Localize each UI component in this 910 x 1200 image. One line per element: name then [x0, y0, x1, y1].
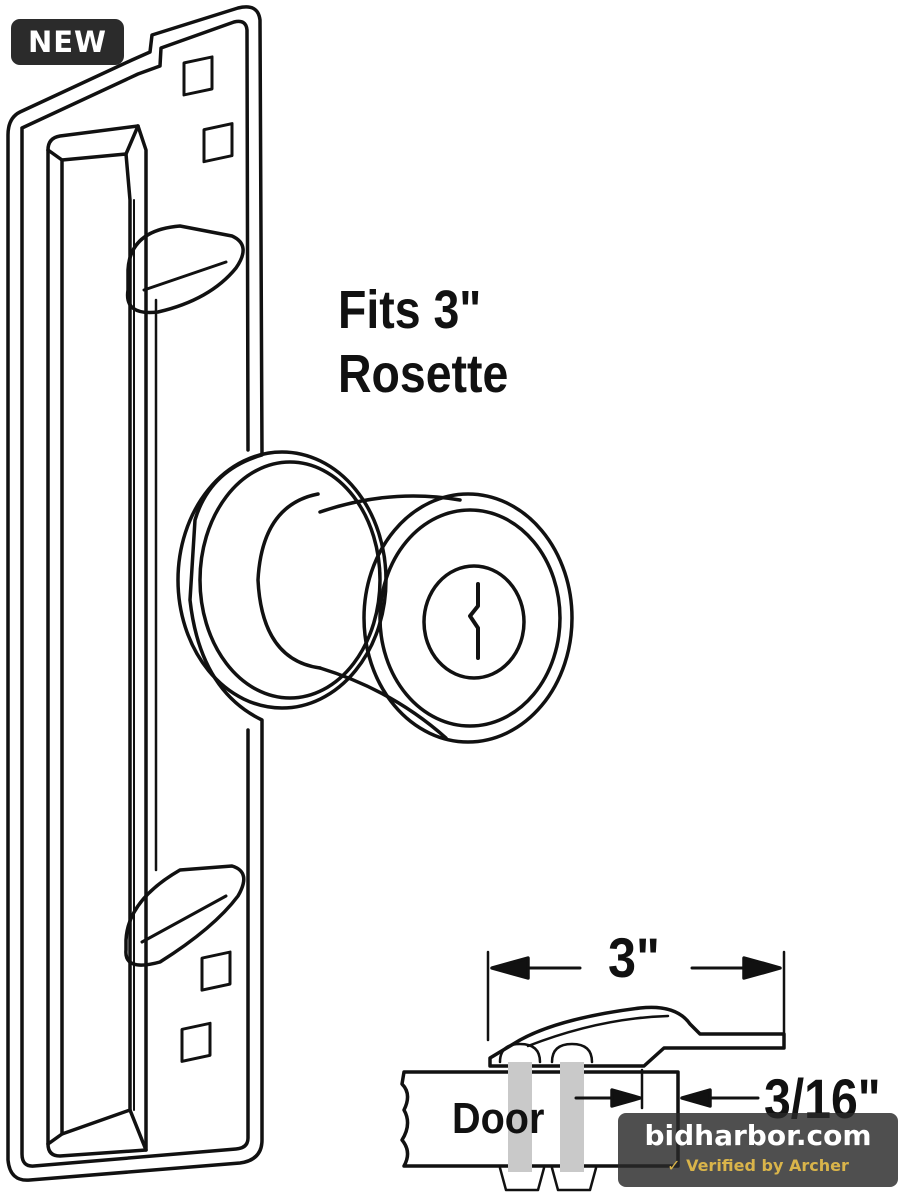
rosette-caption: Fits 3" Rosette — [338, 278, 508, 406]
new-badge: NEW — [11, 19, 124, 65]
knob-neck — [256, 492, 322, 670]
caption-line-2: Rosette — [338, 344, 509, 404]
mounting-hole — [202, 122, 234, 164]
bolt-head — [550, 1042, 594, 1064]
guard-bottom-ear — [124, 864, 246, 967]
mounting-hole — [180, 1021, 212, 1063]
flange-top-bevel — [46, 124, 140, 162]
knob-face-outer — [362, 492, 574, 744]
bottom-ear-slot — [140, 894, 228, 944]
knob-face-inner — [378, 508, 562, 728]
watermark-verified: ✓ Verified by Archer — [667, 1156, 849, 1175]
carriage-bolts — [498, 1042, 598, 1192]
bolt-nut — [550, 1166, 598, 1192]
watermark-site: bidharbor.com — [644, 1119, 872, 1152]
guard-flange-outer — [46, 124, 148, 1158]
rosette-inner — [198, 460, 382, 700]
bolt-shank — [560, 1062, 584, 1172]
bolt-head — [498, 1042, 542, 1064]
flange-bottom-bevel — [46, 1108, 148, 1152]
thk-arrow-left — [610, 1088, 642, 1108]
section-guard-inner — [526, 1014, 670, 1048]
top-ear-slot — [142, 260, 228, 292]
mounting-hole — [182, 55, 214, 97]
watermark: bidharbor.com ✓ Verified by Archer — [618, 1113, 898, 1187]
section-guard-profile — [488, 1005, 786, 1068]
dim-arrow-left — [490, 956, 530, 980]
guard-plate-outline — [6, 5, 264, 1182]
dim-arrow-right — [742, 956, 782, 980]
mounting-holes — [180, 55, 234, 1063]
door-section — [400, 1070, 680, 1168]
guard-flange-inner — [60, 152, 132, 1136]
width-dimension-label: 3" — [608, 926, 660, 989]
key-cylinder — [422, 564, 526, 680]
rosette-outer — [176, 450, 388, 710]
caption-line-1: Fits 3" — [338, 280, 482, 340]
bolt-nut — [498, 1166, 546, 1192]
mounting-hole — [200, 950, 232, 992]
guard-plate-inner-edge — [20, 19, 250, 1168]
guard-top-ear — [125, 224, 245, 315]
thk-arrow-right — [680, 1088, 712, 1108]
door-label: Door — [452, 1094, 545, 1143]
keyway — [468, 582, 480, 660]
bolt-shank — [508, 1062, 532, 1172]
